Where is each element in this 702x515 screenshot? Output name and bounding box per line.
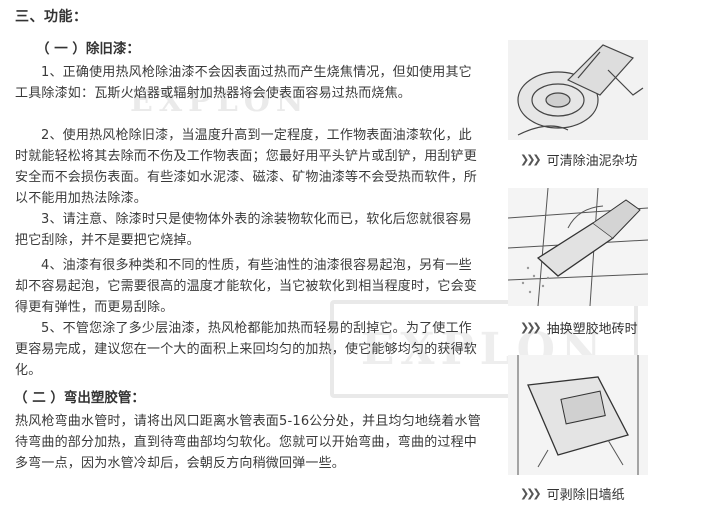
paragraph-2: 2、使用热风枪除旧漆，当温度升高到一定程度，工作物表面油漆软化，此时就能轻松将其…: [15, 128, 478, 206]
caption-3: ❯❯❯ 可剥除旧墙纸: [520, 484, 625, 503]
paragraph-4: 4、油漆有很多种类和不同的性质，有些油性的油漆很容易起泡，另有一些却不容易起泡，…: [15, 258, 478, 315]
caption-2-text: 抽换塑胶地砖时: [546, 322, 638, 337]
subsection-title-pipe: （ 二 ）弯出塑胶管：: [14, 390, 145, 406]
illustration-column: ❯❯❯ 可清除油泥杂坊 ❯❯❯ 抽换塑胶地砖时: [498, 0, 702, 515]
paragraph-pipe: 热风枪弯曲水管时，请将出风口距离水管表面5-16公分处，并且均匀地绕着水管待弯曲…: [15, 414, 481, 471]
illustration-floor-tile: [508, 188, 648, 306]
caption-2: ❯❯❯ 抽换塑胶地砖时: [520, 318, 638, 337]
text-column: EXPLON EXPLON 三、功能： （ 一 ）除旧漆： 1、正确使用热风枪除…: [14, 9, 638, 471]
chevron-right-icon: ❯❯❯: [520, 321, 542, 334]
paragraph-1: 1、正确使用热风枪除油漆不会因表面过热而产生烧焦情况，但如使用其它工具除漆如：瓦…: [15, 65, 472, 101]
illustration-wallpaper: [508, 355, 648, 475]
caption-3-text: 可剥除旧墙纸: [546, 488, 625, 503]
subsection-title-paint: （ 一 ）除旧漆：: [36, 41, 140, 57]
illustration-grout: [508, 40, 648, 140]
paragraph-5: 5、不管您涂了多少层油漆，热风枪都能加热而轻易的刮掉它。为了使工作更容易完成，建…: [15, 321, 478, 378]
section-title: 三、功能：: [15, 9, 88, 25]
caption-1: ❯❯❯ 可清除油泥杂坊: [520, 150, 638, 169]
caption-1-text: 可清除油泥杂坊: [546, 154, 638, 169]
chevron-right-icon: ❯❯❯: [520, 487, 542, 500]
chevron-right-icon: ❯❯❯: [520, 153, 542, 166]
paragraph-3: 3、请注意、除漆时只是使物体外表的涂装物软化而已，软化后您就很容易把它刮除，并不…: [15, 212, 472, 248]
